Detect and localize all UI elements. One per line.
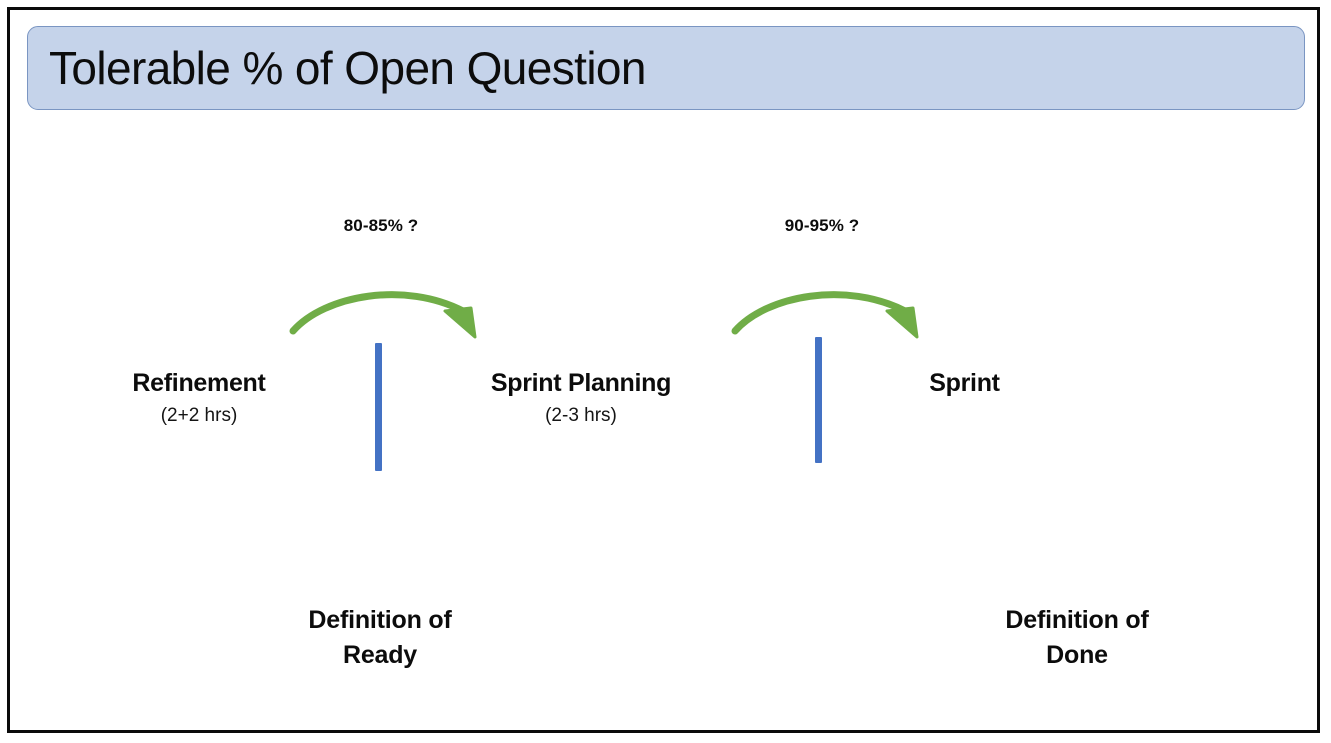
stage-sprint-planning: Sprint Planning (2-3 hrs): [455, 369, 707, 426]
title-banner: Tolerable % of Open Question: [27, 26, 1305, 110]
gate-caption-ready-line2: Ready: [342, 640, 418, 669]
gate-bar-definition-of-ready: [375, 343, 382, 471]
stage-refinement-duration: (2+2 hrs): [160, 404, 238, 426]
page-title: Tolerable % of Open Question: [49, 42, 647, 94]
slide-border: [7, 7, 1320, 733]
stage-sprint: Sprint: [862, 369, 1067, 398]
stage-sprint-planning-duration: (2-3 hrs): [545, 404, 617, 426]
gate-caption-done-line2: Done: [1046, 640, 1108, 669]
gate-bar-definition-of-done: [815, 337, 822, 463]
transition-label-planning-to-sprint: 90-95% ?: [784, 216, 860, 235]
gate-caption-done-line1: Definition of: [1005, 606, 1149, 634]
stage-sprint-name: Sprint: [929, 369, 1000, 397]
curved-arrow-icon-refinement-to-planning: [289, 291, 477, 339]
curved-arrow-icon-planning-to-sprint: [731, 291, 919, 339]
gate-caption-definition-of-ready: Definition of Ready: [258, 603, 502, 672]
gate-caption-ready-line1: Definition of: [308, 606, 452, 634]
transition-label-refinement-to-planning: 80-85% ?: [343, 216, 419, 235]
stage-sprint-planning-name: Sprint Planning: [490, 369, 672, 397]
gate-caption-definition-of-done: Definition of Done: [955, 603, 1199, 672]
stage-refinement: Refinement (2+2 hrs): [80, 369, 318, 426]
stage-refinement-name: Refinement: [132, 369, 266, 397]
